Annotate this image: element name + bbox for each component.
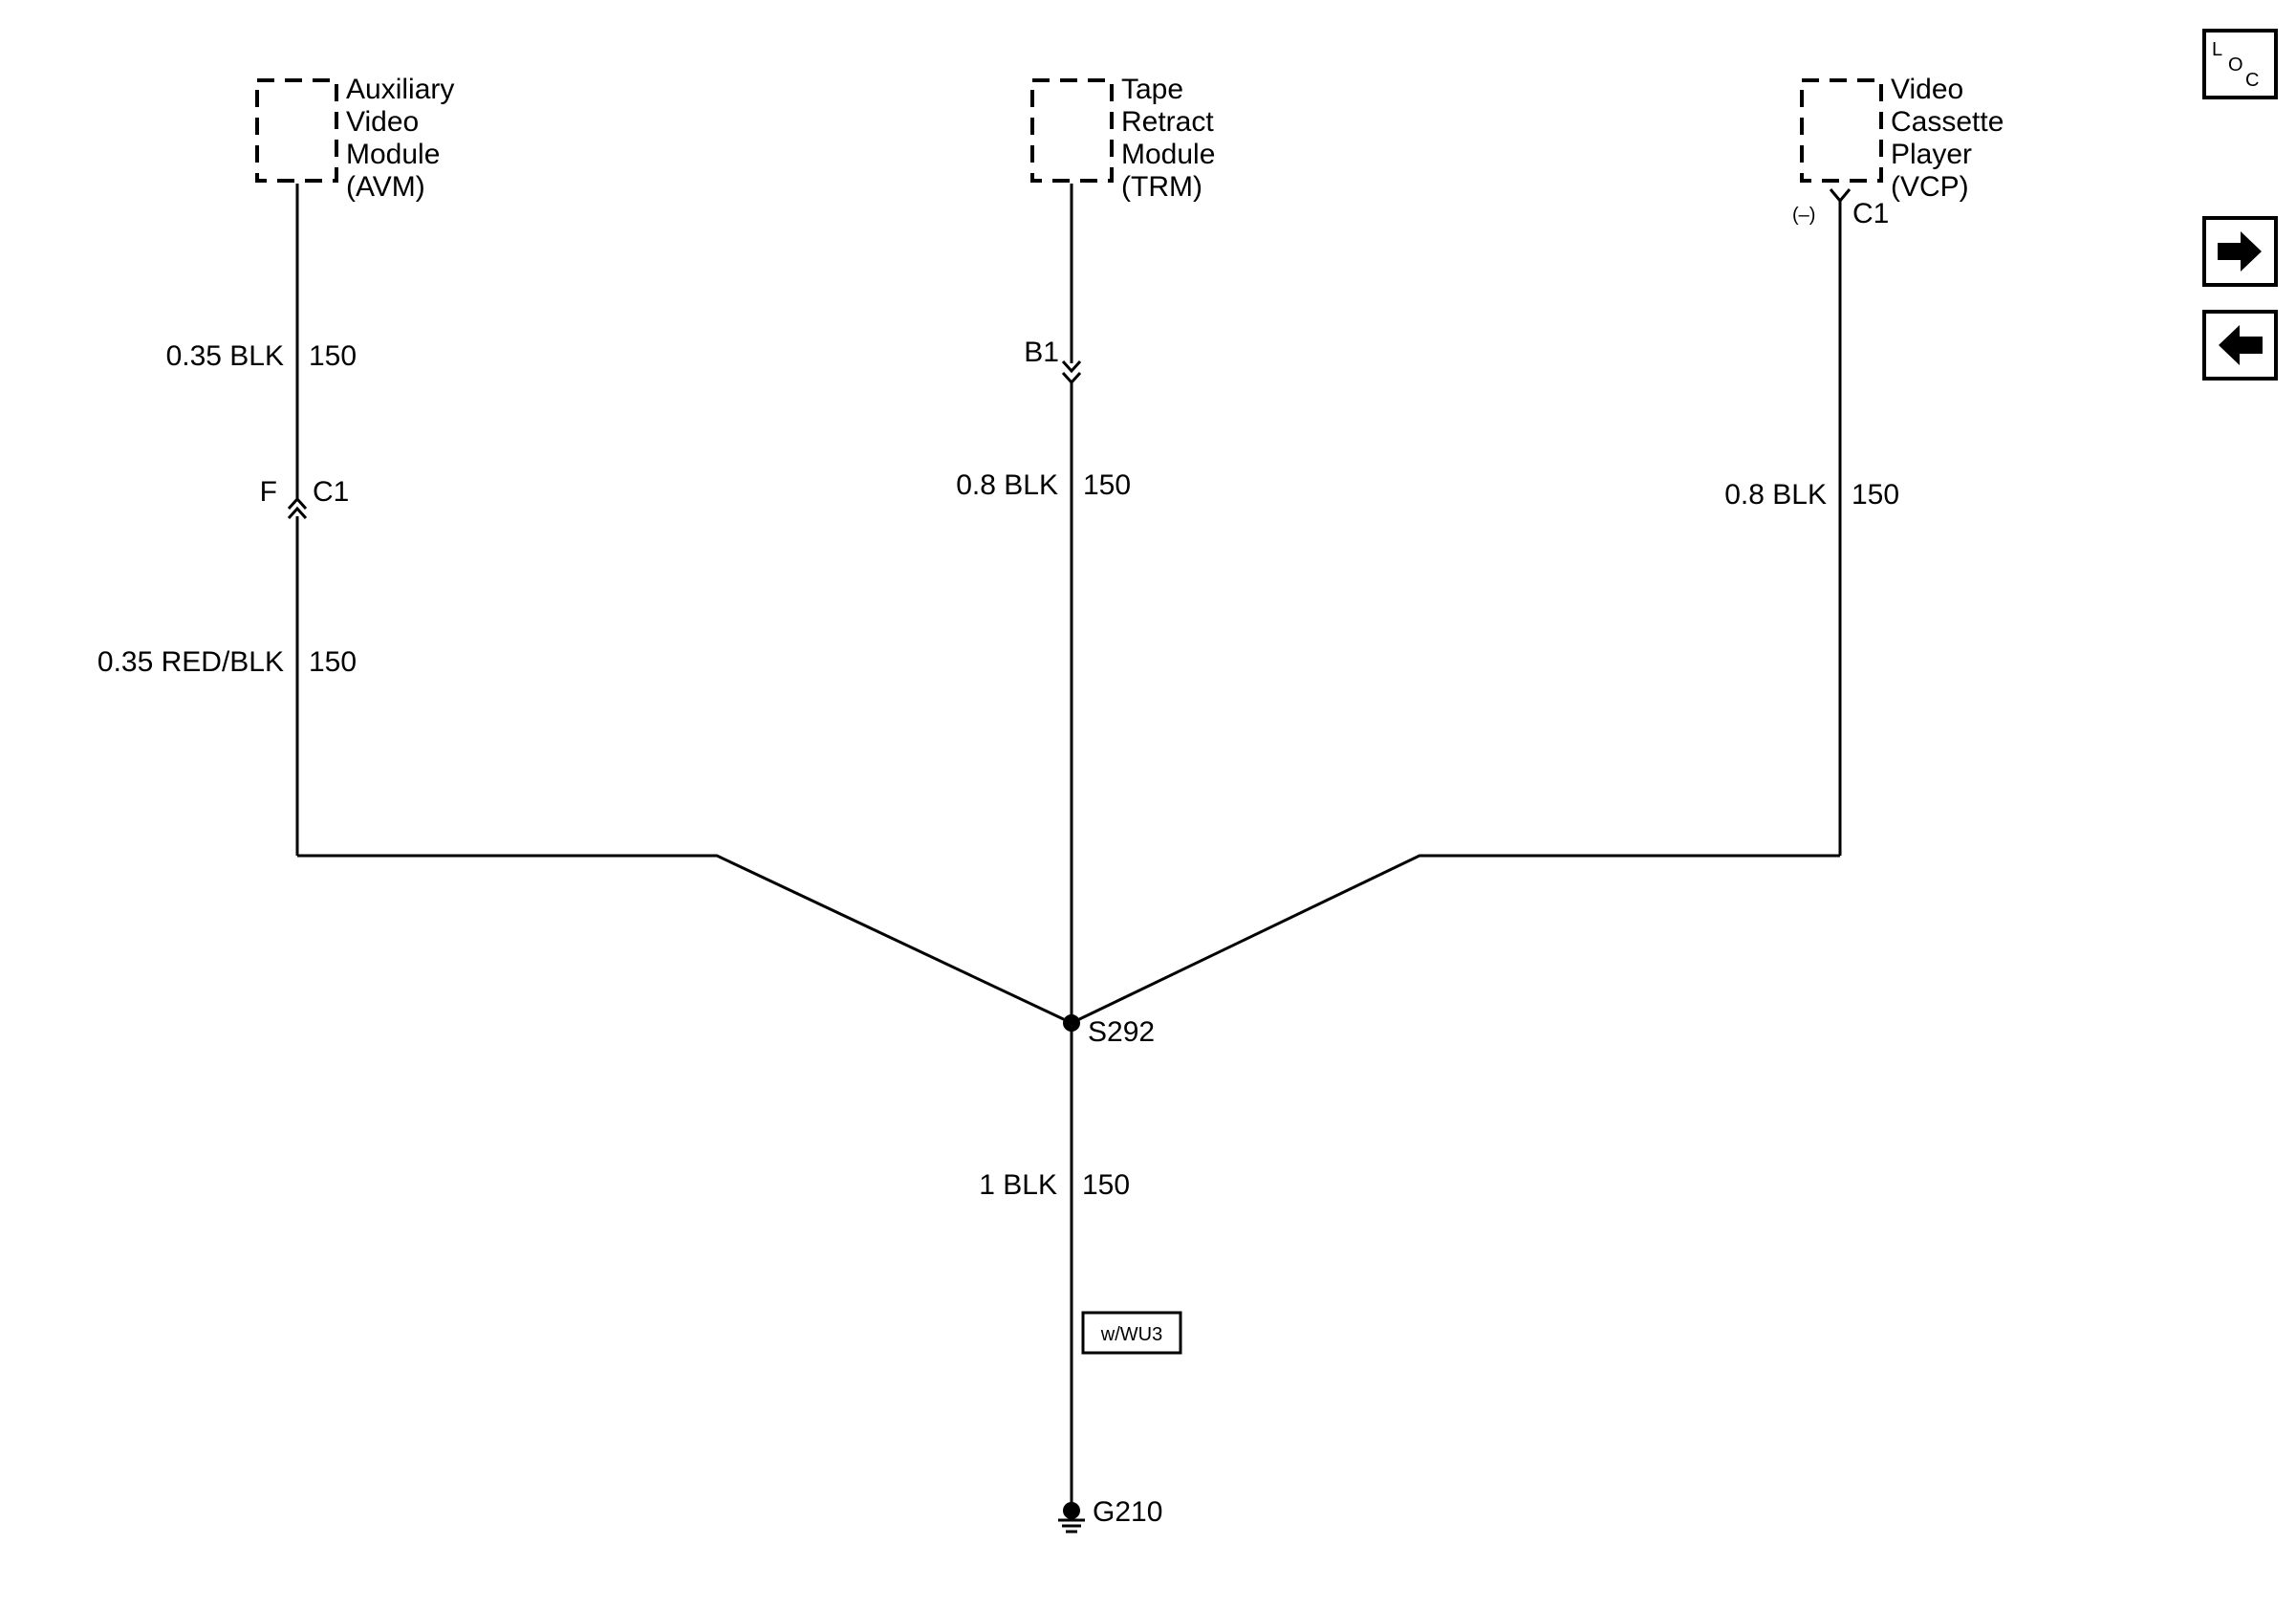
option-box: w/WU3 xyxy=(1081,1311,1182,1355)
splice-label: S292 xyxy=(1088,1016,1155,1048)
option-box-label: w/WU3 xyxy=(1100,1324,1162,1345)
trm-dashed-box xyxy=(1030,78,1114,183)
loc-icon-frame xyxy=(2202,29,2278,99)
avm-label-line-1: Auxiliary xyxy=(346,74,454,105)
arrow-left-icon xyxy=(2219,325,2263,365)
avm-connector-id: C1 xyxy=(313,476,349,508)
loc-icon-l: L xyxy=(2212,39,2222,60)
next-page-button[interactable] xyxy=(2202,216,2278,287)
trm-circuit: 150 xyxy=(1083,469,1131,501)
vcp-to-splice-wire xyxy=(1071,854,1840,1025)
avm-label-line-4: (AVM) xyxy=(346,171,425,203)
avm-lower-gauge-color: 0.35 RED/BLK xyxy=(97,646,284,678)
avm-connector-pin: F xyxy=(260,476,277,508)
vcp-pin-polarity: (–) xyxy=(1792,205,1815,226)
ground-wire-gauge-color: 1 BLK xyxy=(979,1169,1057,1201)
vcp-label-line-1: Video xyxy=(1891,74,1963,105)
loc-icon-o: O xyxy=(2228,54,2243,76)
vcp-gauge-color: 0.8 BLK xyxy=(1724,479,1827,511)
auxiliary-video-module: Auxiliary Video Module (AVM) xyxy=(255,74,454,203)
vcp-pin-symbol xyxy=(1829,188,1852,204)
avm-lower-circuit: 150 xyxy=(309,646,357,678)
splice-dot xyxy=(1063,1014,1080,1032)
tape-retract-module: Tape Retract Module (TRM) xyxy=(1030,74,1215,203)
vcp-label-line-2: Cassette xyxy=(1891,106,2004,138)
ground-dot xyxy=(1063,1502,1080,1519)
loc-icon-c: C xyxy=(2245,70,2259,91)
avm-upper-circuit: 150 xyxy=(309,340,357,372)
vcp-circuit: 150 xyxy=(1852,479,1899,511)
ground-label: G210 xyxy=(1093,1496,1162,1528)
option-box-frame xyxy=(1081,1311,1182,1355)
trm-gauge-color: 0.8 BLK xyxy=(956,469,1058,501)
avm-connector-chevron-upper xyxy=(287,496,308,511)
previous-page-button[interactable] xyxy=(2202,310,2278,381)
trm-connector-id: B1 xyxy=(1024,337,1059,368)
avm-dashed-box xyxy=(255,78,338,183)
video-cassette-player: Video Cassette Player (VCP) (–) C1 xyxy=(1792,74,2004,229)
vcp-dashed-box xyxy=(1800,78,1883,183)
avm-connector-chevron-lower xyxy=(287,506,308,520)
arrow-right-icon xyxy=(2218,231,2262,272)
avm-label-line-3: Module xyxy=(346,139,440,170)
ground-symbol-icon xyxy=(1058,1502,1085,1534)
trm-label-line-4: (TRM) xyxy=(1121,171,1202,203)
avm-to-splice-wire xyxy=(297,854,1072,1025)
ground-wire-circuit: 150 xyxy=(1082,1169,1130,1201)
trm-label-line-3: Module xyxy=(1121,139,1215,170)
trm-connector-chevron-upper xyxy=(1061,359,1082,374)
avm-upper-gauge-color: 0.35 BLK xyxy=(166,340,284,372)
avm-label-line-2: Video xyxy=(346,106,419,138)
vcp-label-line-4: (VCP) xyxy=(1891,171,1969,203)
vcp-label-line-3: Player xyxy=(1891,139,1972,170)
trm-label-line-2: Retract xyxy=(1121,106,1214,138)
vcp-connector-label: C1 xyxy=(1852,198,1889,229)
location-view-button[interactable]: L O C xyxy=(2202,29,2278,99)
trm-label-line-1: Tape xyxy=(1121,74,1183,105)
